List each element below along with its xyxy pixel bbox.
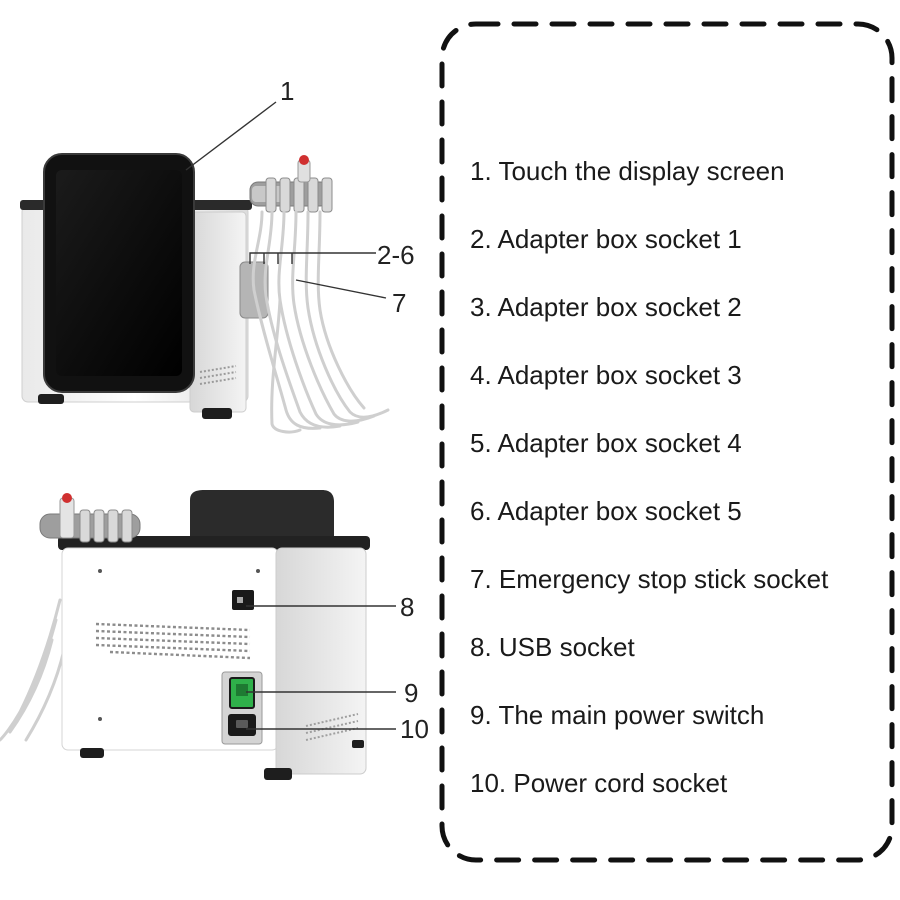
machine-illustration (0, 101, 396, 780)
leader-line-2-6 (249, 252, 376, 264)
legend-item-10: 10. Power cord socket (470, 768, 728, 798)
legend-frame (439, 21, 895, 863)
rear-body-side (275, 547, 367, 775)
legend-item-9: 9. The main power switch (470, 700, 765, 730)
rear-foot-right (264, 768, 292, 780)
callout-2-6: 2-6 (377, 240, 415, 270)
rear-stop-button-red (62, 493, 72, 503)
front-foot-right (202, 408, 232, 419)
applicator-cables (251, 210, 390, 434)
applicator-pads (265, 177, 333, 213)
rear-emergency-stop-stick (59, 497, 75, 539)
leader-lines (185, 101, 396, 730)
legend-item-1: 1. Touch the display screen (470, 156, 785, 186)
legend-item-2: 2. Adapter box socket 1 (470, 224, 742, 254)
legend-item-6: 6. Adapter box socket 5 (470, 496, 742, 526)
callout-9: 9 (404, 678, 419, 708)
leader-line-7 (295, 279, 387, 299)
rear-top-plate (58, 536, 370, 550)
legend-item-7: 7. Emergency stop stick socket (470, 564, 829, 594)
legend-list: 1. Touch the display screen 2. Adapter b… (470, 154, 828, 834)
rear-cables (0, 598, 66, 742)
front-body-side (189, 211, 247, 413)
touch-display-glass (56, 170, 182, 376)
legend-item-3: 3. Adapter box socket 2 (470, 292, 742, 322)
rear-view-machine (0, 490, 370, 780)
front-foot-left (38, 394, 64, 404)
front-view-machine (20, 153, 390, 434)
leader-line-1 (185, 101, 277, 171)
side-vent (305, 713, 359, 741)
stop-button-red (299, 155, 309, 165)
callout-7: 7 (392, 288, 407, 318)
rear-screen-back (190, 490, 334, 538)
legend-item-5: 5. Adapter box socket 4 (470, 428, 742, 458)
legend-item-4: 4. Adapter box socket 3 (470, 360, 742, 390)
rear-foot-left (80, 748, 104, 758)
rear-vent (95, 622, 251, 660)
legend-item-8: 8. USB socket (470, 632, 635, 662)
callout-10: 10 (400, 714, 429, 744)
callout-8: 8 (400, 592, 415, 622)
callout-1: 1 (280, 76, 295, 106)
